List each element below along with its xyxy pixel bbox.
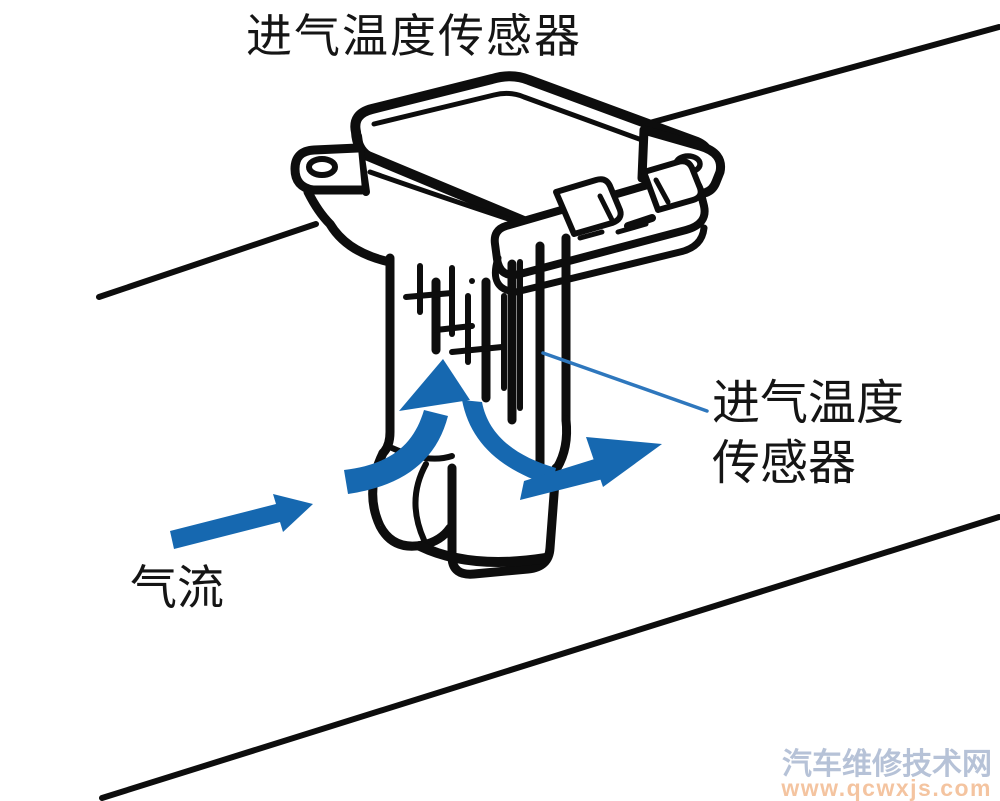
foot-right-wall — [552, 415, 572, 473]
watermark-site-url: www.qcwxjs.com — [781, 775, 992, 801]
callout-leader-line — [541, 351, 709, 413]
sensor-callout-label: 进气温度 传感器 — [712, 374, 904, 494]
watermark: 汽车维修技术网 www.qcwxjs.com — [781, 750, 992, 800]
airflow-arrow-out-shaft-icon — [520, 457, 607, 500]
airflow-label: 气流 — [130, 563, 224, 615]
foot-left-lobe-inner — [412, 461, 429, 543]
airflow-arrow-up-tail-icon — [344, 410, 448, 494]
duct-line-upper-left — [96, 221, 319, 300]
airflow-arrow-in-icon — [170, 494, 313, 549]
connector-lower-lip — [491, 224, 708, 296]
airflow-arrows — [170, 359, 662, 549]
sensor-probe-neck — [378, 233, 571, 473]
watermark-site-name: 汽车维修技术网 — [782, 748, 992, 781]
connector-rib-2 — [641, 158, 704, 213]
foot-bottom-band — [415, 541, 551, 567]
airflow-arrow-out-head-icon — [586, 437, 662, 487]
duct-line-lower — [99, 514, 1000, 801]
airflow-arrow-up-head-icon — [399, 359, 470, 411]
connector-rib-1 — [553, 176, 624, 237]
duct-line-upper-right — [643, 24, 1000, 127]
housing-left-lower-curve — [303, 187, 395, 267]
sensor-callout-line2: 传感器 — [712, 437, 857, 490]
sensing-elements — [403, 259, 523, 411]
connector-hatch-marks — [577, 177, 671, 241]
intake-duct-lines — [96, 24, 1000, 801]
sensor-drawing — [290, 71, 726, 579]
airflow-swoosh-icon — [462, 400, 556, 486]
mounting-hole-left — [306, 156, 338, 178]
sensor-callout-line1: 进气温度 — [712, 377, 905, 430]
page-title: 进气温度传感器 — [246, 11, 582, 62]
housing-top-inner-edge — [371, 90, 675, 154]
